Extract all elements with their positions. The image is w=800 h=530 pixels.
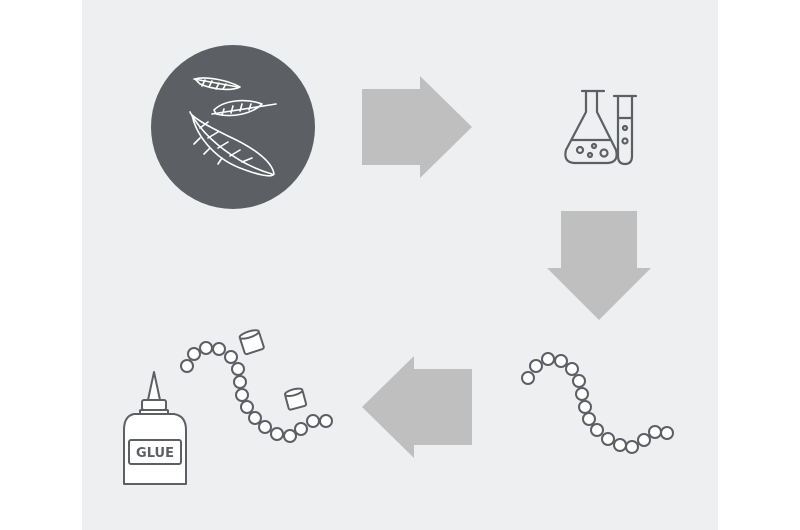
feathers-icon <box>189 77 277 177</box>
arrow-right <box>362 76 472 178</box>
bonded-polymer-chain-icon <box>180 341 333 443</box>
feathers-circle <box>151 45 315 209</box>
glue-label: GLUE <box>136 446 174 461</box>
arrow-down <box>547 211 651 320</box>
feathers-step <box>151 45 315 209</box>
arrow-left <box>362 356 472 458</box>
chemistry-flasks-icon <box>564 89 638 166</box>
polymer-chain-icon <box>521 352 674 454</box>
glue-bottle-icon: GLUE <box>123 371 187 485</box>
adhesive-caps-icon <box>238 329 308 411</box>
glue-bottle-with-polymer-icon: GLUE <box>123 329 333 485</box>
